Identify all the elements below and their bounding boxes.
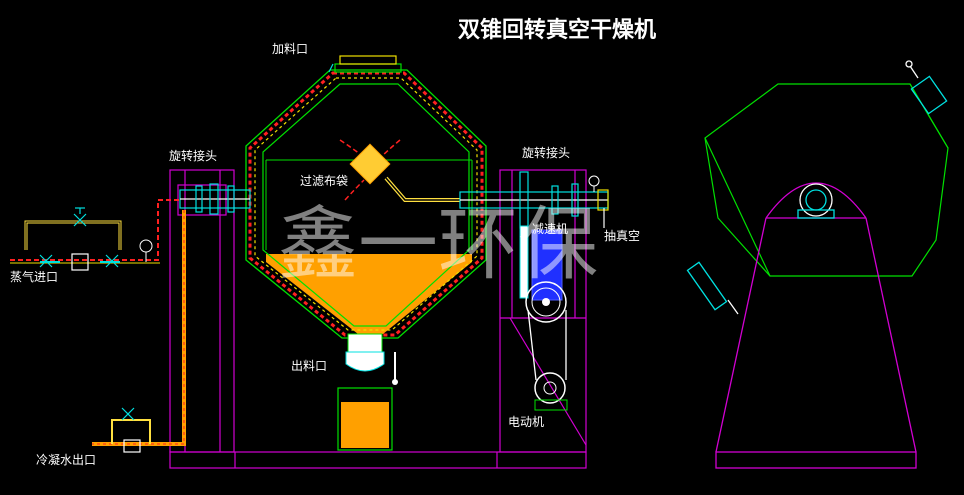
right-rotary-shaft [459,171,609,229]
feed-port-flange [328,55,402,73]
left-rotary-joint-label: 旋转接头 [169,148,217,163]
steam-inlet-label: 蒸气进口 [10,269,58,284]
vacuum-gauge [588,175,600,192]
discharge-port-label: 出料口 [291,359,327,373]
motor-label: 电动机 [508,415,544,429]
diagram-title: 双锥回转真空干燥机 [458,17,656,43]
drive-belt [527,309,567,381]
reducer [519,225,567,323]
vacuum-label: 抽真空 [604,229,640,243]
steam-valve-bypass [73,207,87,227]
steam-valve-main [39,253,119,271]
vessel-shell-outer [245,69,487,339]
side-view-top-fitting [905,60,948,115]
condensate-trap [121,407,141,453]
base-rail [169,451,587,469]
filter-bag [339,139,460,202]
motor [534,372,568,411]
vessel-shell-inner [262,83,470,327]
right-rotary-joint-label: 旋转接头 [522,145,570,160]
condensate-piping [92,210,186,446]
steam-inlet-piping [10,199,182,264]
discharge-port-assembly [345,333,398,385]
reducer-label: 减速机 [532,222,568,236]
side-view-bearing [797,183,835,219]
feed-port-label: 加料口 [272,42,308,56]
side-view-vessel [704,83,949,277]
material-fill [266,254,472,334]
receiving-bin [337,387,393,451]
vessel-jacket [248,71,484,337]
filter-bag-label: 过滤布袋 [300,174,348,188]
left-rotary-shaft [179,183,251,215]
steam-pressure-gauge [139,239,153,262]
condensate-outlet-label: 冷凝水出口 [36,452,96,467]
watermark-text: 鑫一环保 [278,198,598,291]
side-view-bottom-fitting [686,261,739,315]
